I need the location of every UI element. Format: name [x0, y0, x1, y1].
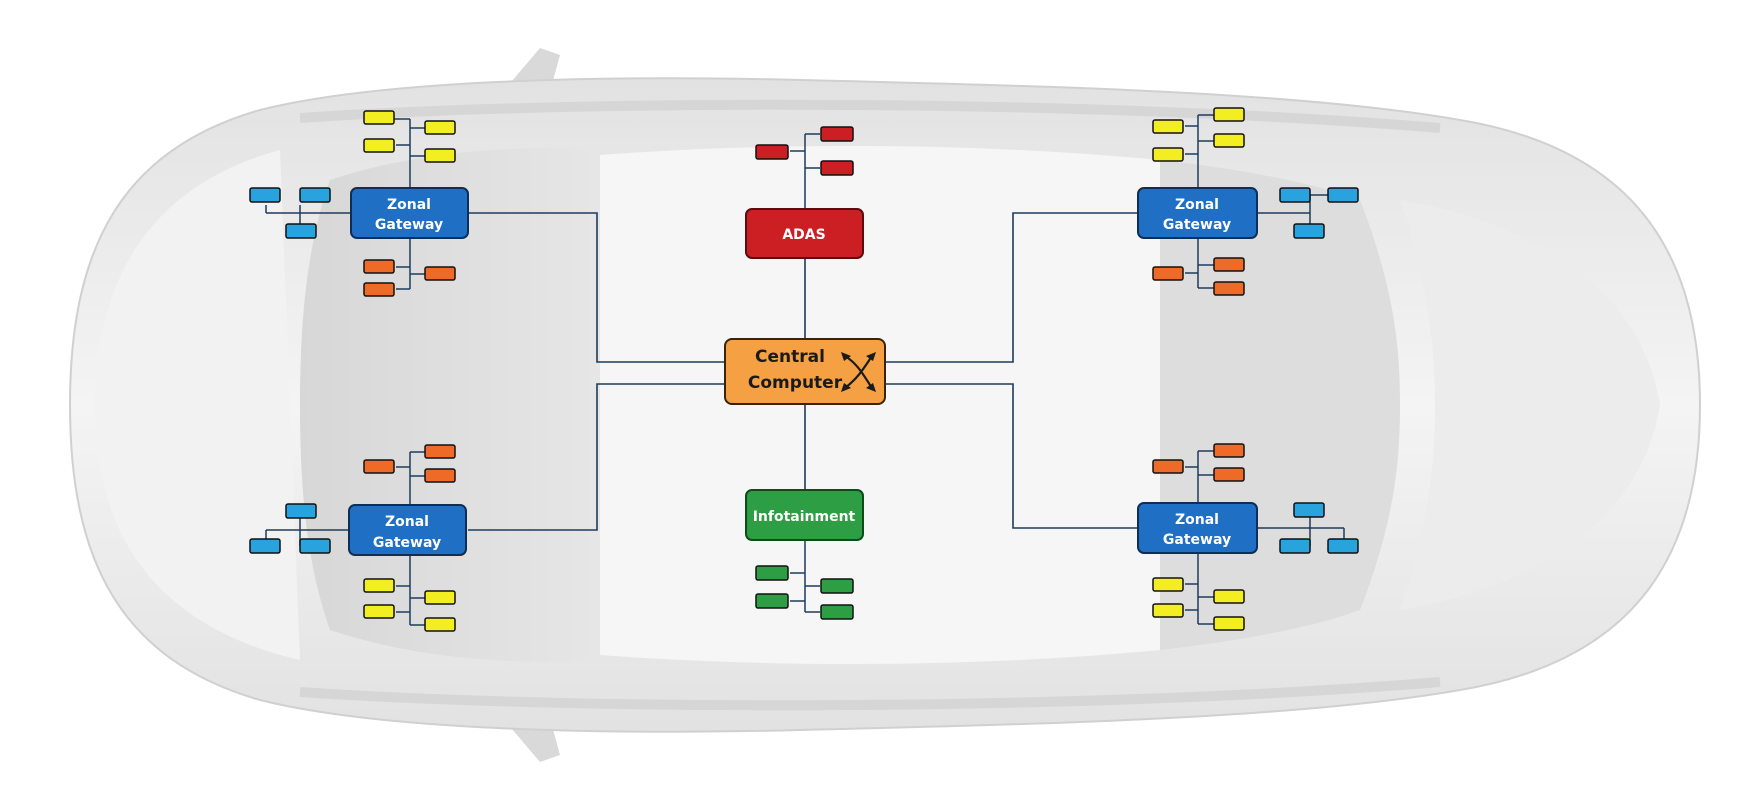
zonal-gateway-top-right: Zonal Gateway	[1137, 187, 1258, 239]
ecu-red	[820, 160, 854, 176]
ecu-yellow	[1213, 616, 1245, 631]
ecu-cyan	[285, 223, 317, 239]
central-label-line2: Computer	[748, 373, 843, 393]
ecu-cyan	[249, 538, 281, 554]
ecu-cyan	[1279, 538, 1311, 554]
ecu-red	[820, 126, 854, 142]
ecu-yellow	[424, 120, 456, 135]
roof-panel	[600, 145, 1160, 665]
ecu-cyan	[299, 187, 331, 203]
hood-panel	[95, 150, 300, 660]
ecu-yellow	[424, 617, 456, 632]
ecu-yellow	[424, 148, 456, 163]
gateway-label-line2: Gateway	[373, 535, 441, 551]
car-silhouette	[68, 48, 1702, 762]
ecu-boxes	[249, 107, 1359, 632]
ecu-orange	[363, 459, 395, 474]
ecu-yellow	[363, 578, 395, 593]
ecu-orange	[1213, 467, 1245, 482]
ecu-cyan	[1327, 187, 1359, 203]
ecu-green	[755, 593, 789, 609]
ecu-orange	[363, 259, 395, 274]
ecu-yellow	[424, 590, 456, 605]
connector-top-right	[885, 212, 1138, 363]
zonal-gateway-bottom-right: Zonal Gateway	[1137, 502, 1258, 554]
ecu-orange	[424, 468, 456, 483]
ecu-orange	[1213, 281, 1245, 296]
central-computer-node: Central Computer	[724, 338, 886, 405]
ecu-orange	[1213, 257, 1245, 272]
ecu-yellow	[363, 604, 395, 619]
ecu-cyan	[249, 187, 281, 203]
ecu-cyan	[1293, 502, 1325, 518]
main-connectors	[468, 212, 1138, 531]
ecu-yellow	[1152, 577, 1184, 592]
ecu-orange	[363, 282, 395, 297]
infotainment-label: Infotainment	[753, 509, 856, 525]
ecu-orange	[424, 266, 456, 281]
ecu-yellow	[1213, 107, 1245, 122]
zonal-gateway-top-left: Zonal Gateway	[350, 187, 469, 239]
ecu-green	[820, 604, 854, 620]
right-side-sill	[299, 677, 1441, 711]
gateway-label-line1: Zonal	[385, 514, 429, 530]
ecu-yellow	[1213, 589, 1245, 604]
adas-node: ADAS	[745, 208, 864, 259]
ecu-yellow	[363, 138, 395, 153]
gateway-label-line2: Gateway	[375, 217, 443, 233]
gateway-label-line1: Zonal	[387, 197, 431, 213]
trunk-panel	[1400, 200, 1660, 610]
ecu-orange	[1152, 266, 1184, 281]
ecu-orange	[1213, 443, 1245, 458]
gateway-label-line1: Zonal	[1175, 512, 1219, 528]
ecu-yellow	[1152, 119, 1184, 134]
ecu-yellow	[1152, 147, 1184, 162]
gateway-label-line1: Zonal	[1175, 197, 1219, 213]
ecu-green	[755, 565, 789, 581]
ecu-green	[820, 578, 854, 594]
gateway-label-line2: Gateway	[1163, 217, 1231, 233]
central-label-line1: Central	[755, 347, 825, 367]
adas-label: ADAS	[782, 227, 825, 243]
ecu-cyan	[285, 503, 317, 519]
ecu-red	[755, 144, 789, 160]
ecu-yellow	[1213, 133, 1245, 148]
left-side-sill	[299, 99, 1441, 133]
ecu-cyan	[299, 538, 331, 554]
crossing-arrows-icon	[841, 352, 876, 392]
zonal-gateway-bottom-left: Zonal Gateway	[348, 504, 467, 556]
infotainment-node: Infotainment	[745, 489, 864, 541]
connector-bottom-left	[468, 383, 725, 531]
connector-bottom-right	[885, 383, 1138, 529]
connector-top-left	[468, 212, 725, 363]
ecu-orange	[424, 444, 456, 459]
ecu-cyan	[1293, 223, 1325, 239]
ecu-orange	[1152, 459, 1184, 474]
ecu-cyan	[1327, 538, 1359, 554]
ecu-yellow	[1152, 603, 1184, 618]
ecu-cyan	[1279, 187, 1311, 203]
gateway-label-line2: Gateway	[1163, 532, 1231, 548]
ecu-yellow	[363, 110, 395, 125]
